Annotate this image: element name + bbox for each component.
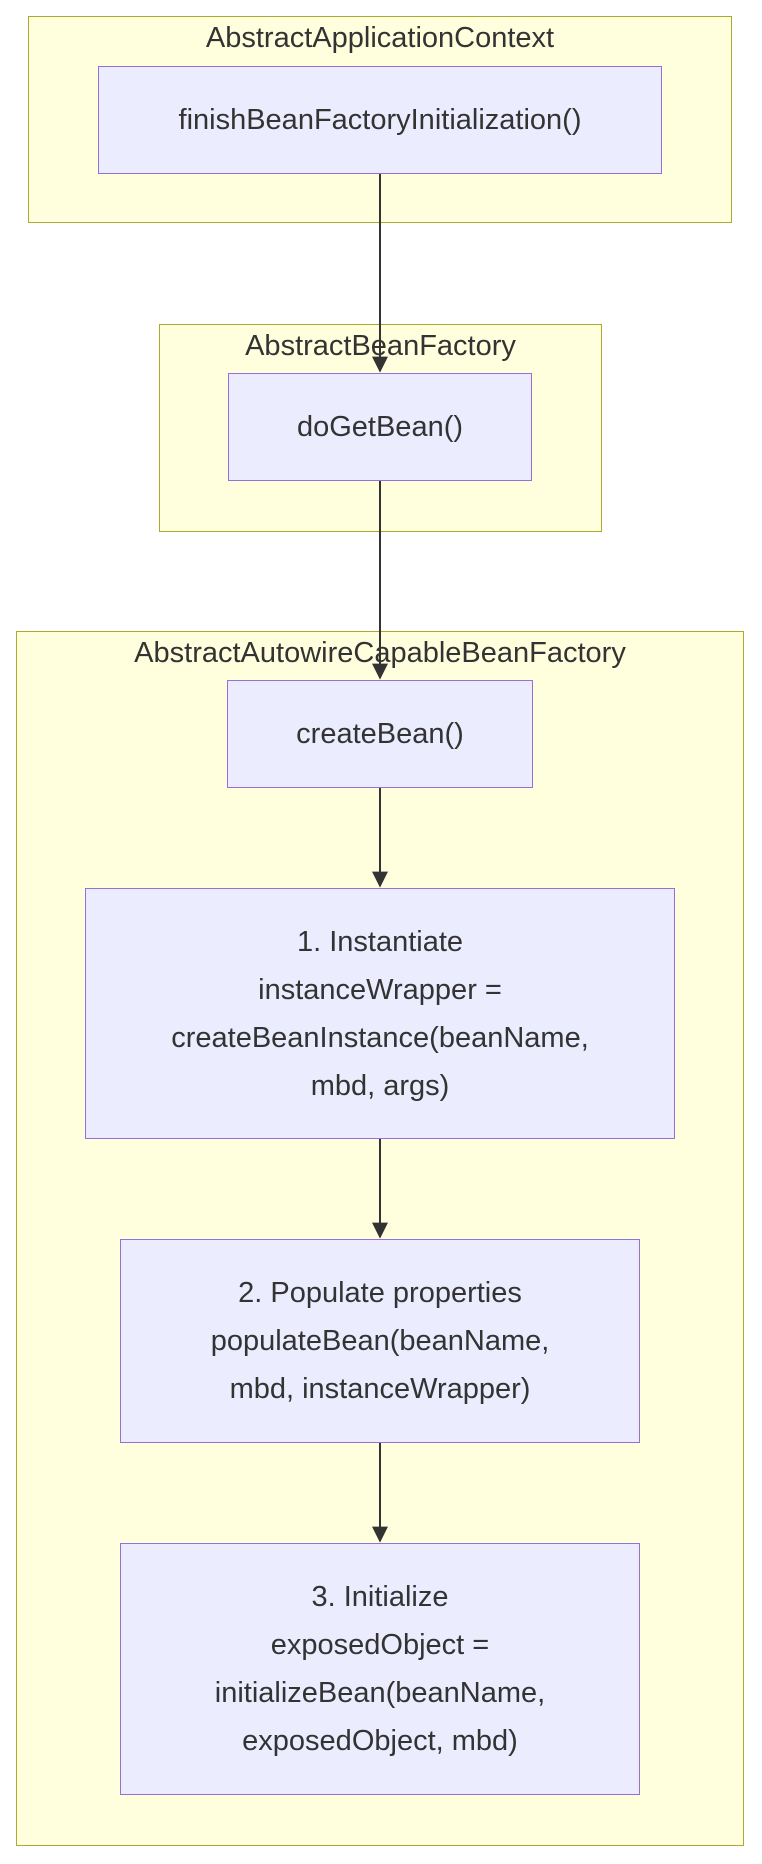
node-instantiate: 1. Instantiate instanceWrapper = createB…: [85, 888, 675, 1139]
node-line: 1. Instantiate: [296, 925, 464, 958]
node-finish-bean-factory-initialization: finishBeanFactoryInitialization(): [98, 66, 662, 174]
node-create-bean: createBean(): [227, 680, 533, 788]
node-line: mbd, args): [310, 1069, 450, 1102]
node-line: createBeanInstance(beanName,: [171, 1021, 589, 1054]
node-line: exposedObject =: [270, 1629, 490, 1661]
node-populate-properties: 2. Populate properties populateBean(bean…: [120, 1239, 640, 1443]
node-line: exposedObject, mbd): [242, 1725, 518, 1757]
node-line: 3. Initialize: [311, 1581, 449, 1613]
node-line: initializeBean(beanName,: [214, 1677, 546, 1709]
node-do-get-bean: doGetBean(): [228, 373, 532, 481]
cluster-title: AbstractAutowireCapableBeanFactory: [134, 637, 626, 669]
node-line: doGetBean(): [296, 411, 464, 443]
cluster-title: AbstractBeanFactory: [245, 330, 516, 362]
node-line: mbd, instanceWrapper): [229, 1373, 531, 1405]
node-line: finishBeanFactoryInitialization(): [178, 104, 582, 136]
cluster-title: AbstractApplicationContext: [205, 22, 555, 54]
node-initialize: 3. Initialize exposedObject = initialize…: [120, 1543, 640, 1795]
node-line: createBean(): [296, 718, 464, 750]
node-line: populateBean(beanName,: [210, 1325, 550, 1357]
node-line: 2. Populate properties: [238, 1277, 522, 1309]
node-line: instanceWrapper =: [258, 973, 502, 1006]
